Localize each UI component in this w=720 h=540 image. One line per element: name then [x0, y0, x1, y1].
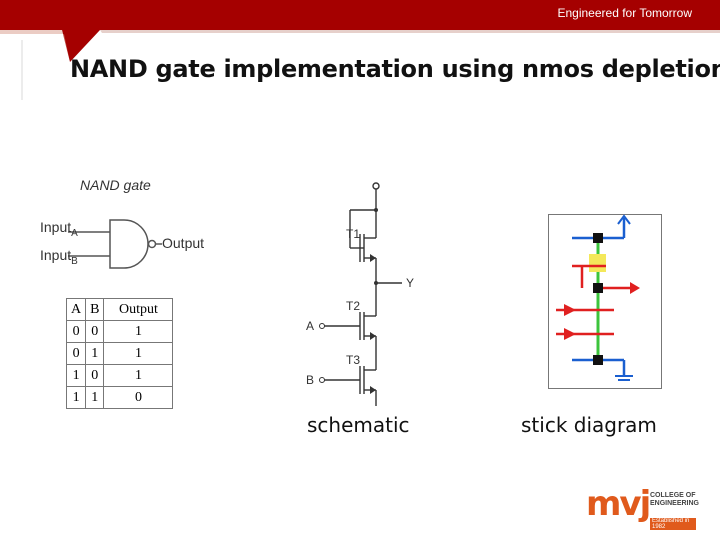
t1-label: T1 [346, 227, 360, 241]
y-label: Y [406, 276, 414, 290]
stick-diagram [548, 214, 662, 389]
gate-heading: NAND gate [80, 177, 151, 193]
header-output: Output [103, 298, 174, 321]
header-a: A [65, 298, 87, 321]
header-banner [0, 0, 720, 100]
depletion-implant [589, 254, 606, 272]
slide-title: NAND gate implementation using nmos depl… [70, 55, 720, 83]
stick-caption: stick diagram [521, 413, 657, 437]
college-logo: mvj COLLEGE OF ENGINEERING Established i… [586, 484, 700, 530]
logo-established: Established in 1982 [650, 518, 696, 530]
a-label: A [306, 319, 314, 333]
logo-text: COLLEGE OF ENGINEERING [650, 492, 700, 507]
b-label: B [306, 373, 314, 387]
contact-top [593, 233, 603, 243]
t3-label: T3 [346, 353, 360, 367]
logo-mark: mvj [586, 484, 651, 524]
input-b-label: InputB [40, 247, 78, 267]
nmos-schematic: T1 T2 T3 A B Y [306, 182, 414, 406]
schematic-caption: schematic [307, 413, 410, 437]
input-a-label: InputA [40, 219, 78, 239]
t2-label: T2 [346, 299, 360, 313]
tagline: Engineered for Tomorrow [557, 6, 692, 20]
header-b: B [85, 298, 105, 321]
output-label: Output [162, 235, 204, 251]
truth-table-header: A B Output [65, 298, 174, 321]
nand-gate-symbol: NAND gate InputA InputB Output [40, 177, 204, 269]
contact-mid [593, 283, 603, 293]
contact-bottom [593, 355, 603, 365]
